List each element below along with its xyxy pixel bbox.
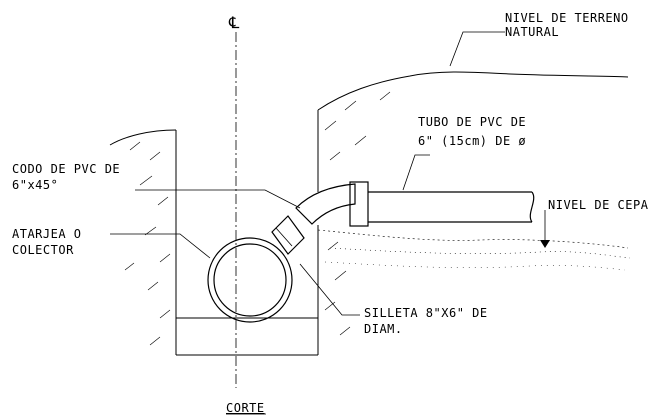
collector-pipe-outer [207, 237, 293, 323]
label-nivel-cepa: NIVEL DE CEPA [548, 198, 649, 212]
soil-hatching-left [124, 141, 171, 346]
label-tubo-pvc-line1: TUBO DE PVC DE [418, 115, 526, 129]
leader-lines [110, 31, 546, 316]
nivel-cepa-arrow [540, 240, 550, 248]
label-codo-pvc-line1: CODO DE PVC DE [12, 162, 120, 176]
soil-hatching-right [324, 91, 391, 336]
pvc-coupling [349, 181, 369, 227]
silleta-saddle [271, 215, 305, 255]
pvc-pipe-break [529, 191, 535, 223]
label-silleta-line2: DIAM. [364, 322, 403, 336]
label-silleta-line1: SILLETA 8"X6" DE [364, 306, 488, 320]
natural-terrain-line [317, 71, 629, 111]
cepa-soil-band [317, 229, 631, 271]
terrain-left-line [109, 129, 177, 146]
label-nivel-terreno-line1: NIVEL DE TERRENO [505, 11, 629, 25]
pvc-elbow-45 [295, 183, 356, 225]
label-atarjea-line1: ATARJEA O [12, 227, 82, 241]
label-atarjea-line2: COLECTOR [12, 243, 74, 257]
centerline-symbol: ℄ [228, 13, 240, 32]
label-codo-pvc-line2: 6"x45° [12, 178, 58, 192]
label-tubo-pvc-line2: 6" (15cm) DE ø [418, 134, 526, 148]
label-corte-title: CORTE [226, 401, 265, 415]
label-nivel-terreno-line2: NATURAL [505, 25, 559, 39]
collector-pipe-inner [213, 243, 287, 317]
